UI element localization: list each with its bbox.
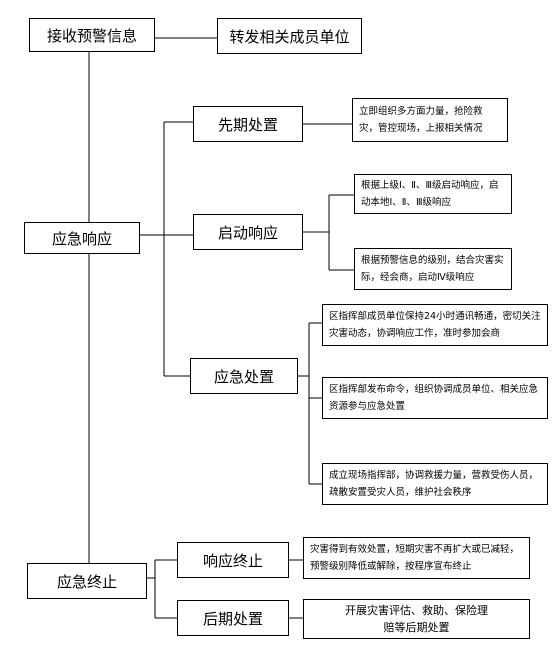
initial-handling-detail-box: 立即组织多方面力量，抢险救灾，管控现场，上报相关情况: [352, 98, 508, 142]
emergency-end-box: 应急终止: [27, 563, 147, 599]
emergency-response-box: 应急响应: [24, 222, 140, 254]
emergency-handling-detail-1-box: 区指挥部成员单位保持24小时通讯畅通，密切关注灾害动态，协调响应工作，准时参加会…: [322, 304, 548, 346]
emergency-handling-detail-2-box: 区指挥部发布命令，组织协调成员单位、相关应急资源参与应急处置: [322, 377, 548, 419]
receive-warning-box: 接收预警信息: [29, 18, 155, 52]
emergency-handling-detail-3-box: 成立现场指挥部，协调救援力量，营救受伤人员，疏散安置受灾人员，维护社会秩序: [322, 463, 548, 505]
initial-handling-box: 先期处置: [193, 106, 303, 142]
response-end-detail-box: 灾害得到有效处置，短期灾害不再扩大或已减轻，预警级别降低或解除，按程序宣布终止: [303, 537, 530, 579]
start-response-detail-1-box: 根据上级Ⅰ、Ⅱ、Ⅲ级启动响应，启动本地Ⅰ、Ⅱ、Ⅲ级响应: [354, 174, 512, 214]
start-response-detail-2-box: 根据预警信息的级别，结合灾害实际，经会商，启动Ⅳ级响应: [354, 248, 512, 290]
start-response-box: 启动响应: [193, 214, 303, 250]
post-handling-box: 后期处置: [177, 600, 289, 636]
response-end-box: 响应终止: [177, 542, 289, 578]
forward-members-box: 转发相关成员单位: [217, 18, 362, 54]
post-handling-detail-box: 开展灾害评估、救助、保险理赔等后期处置: [303, 599, 530, 639]
emergency-handling-box: 应急处置: [190, 358, 298, 394]
